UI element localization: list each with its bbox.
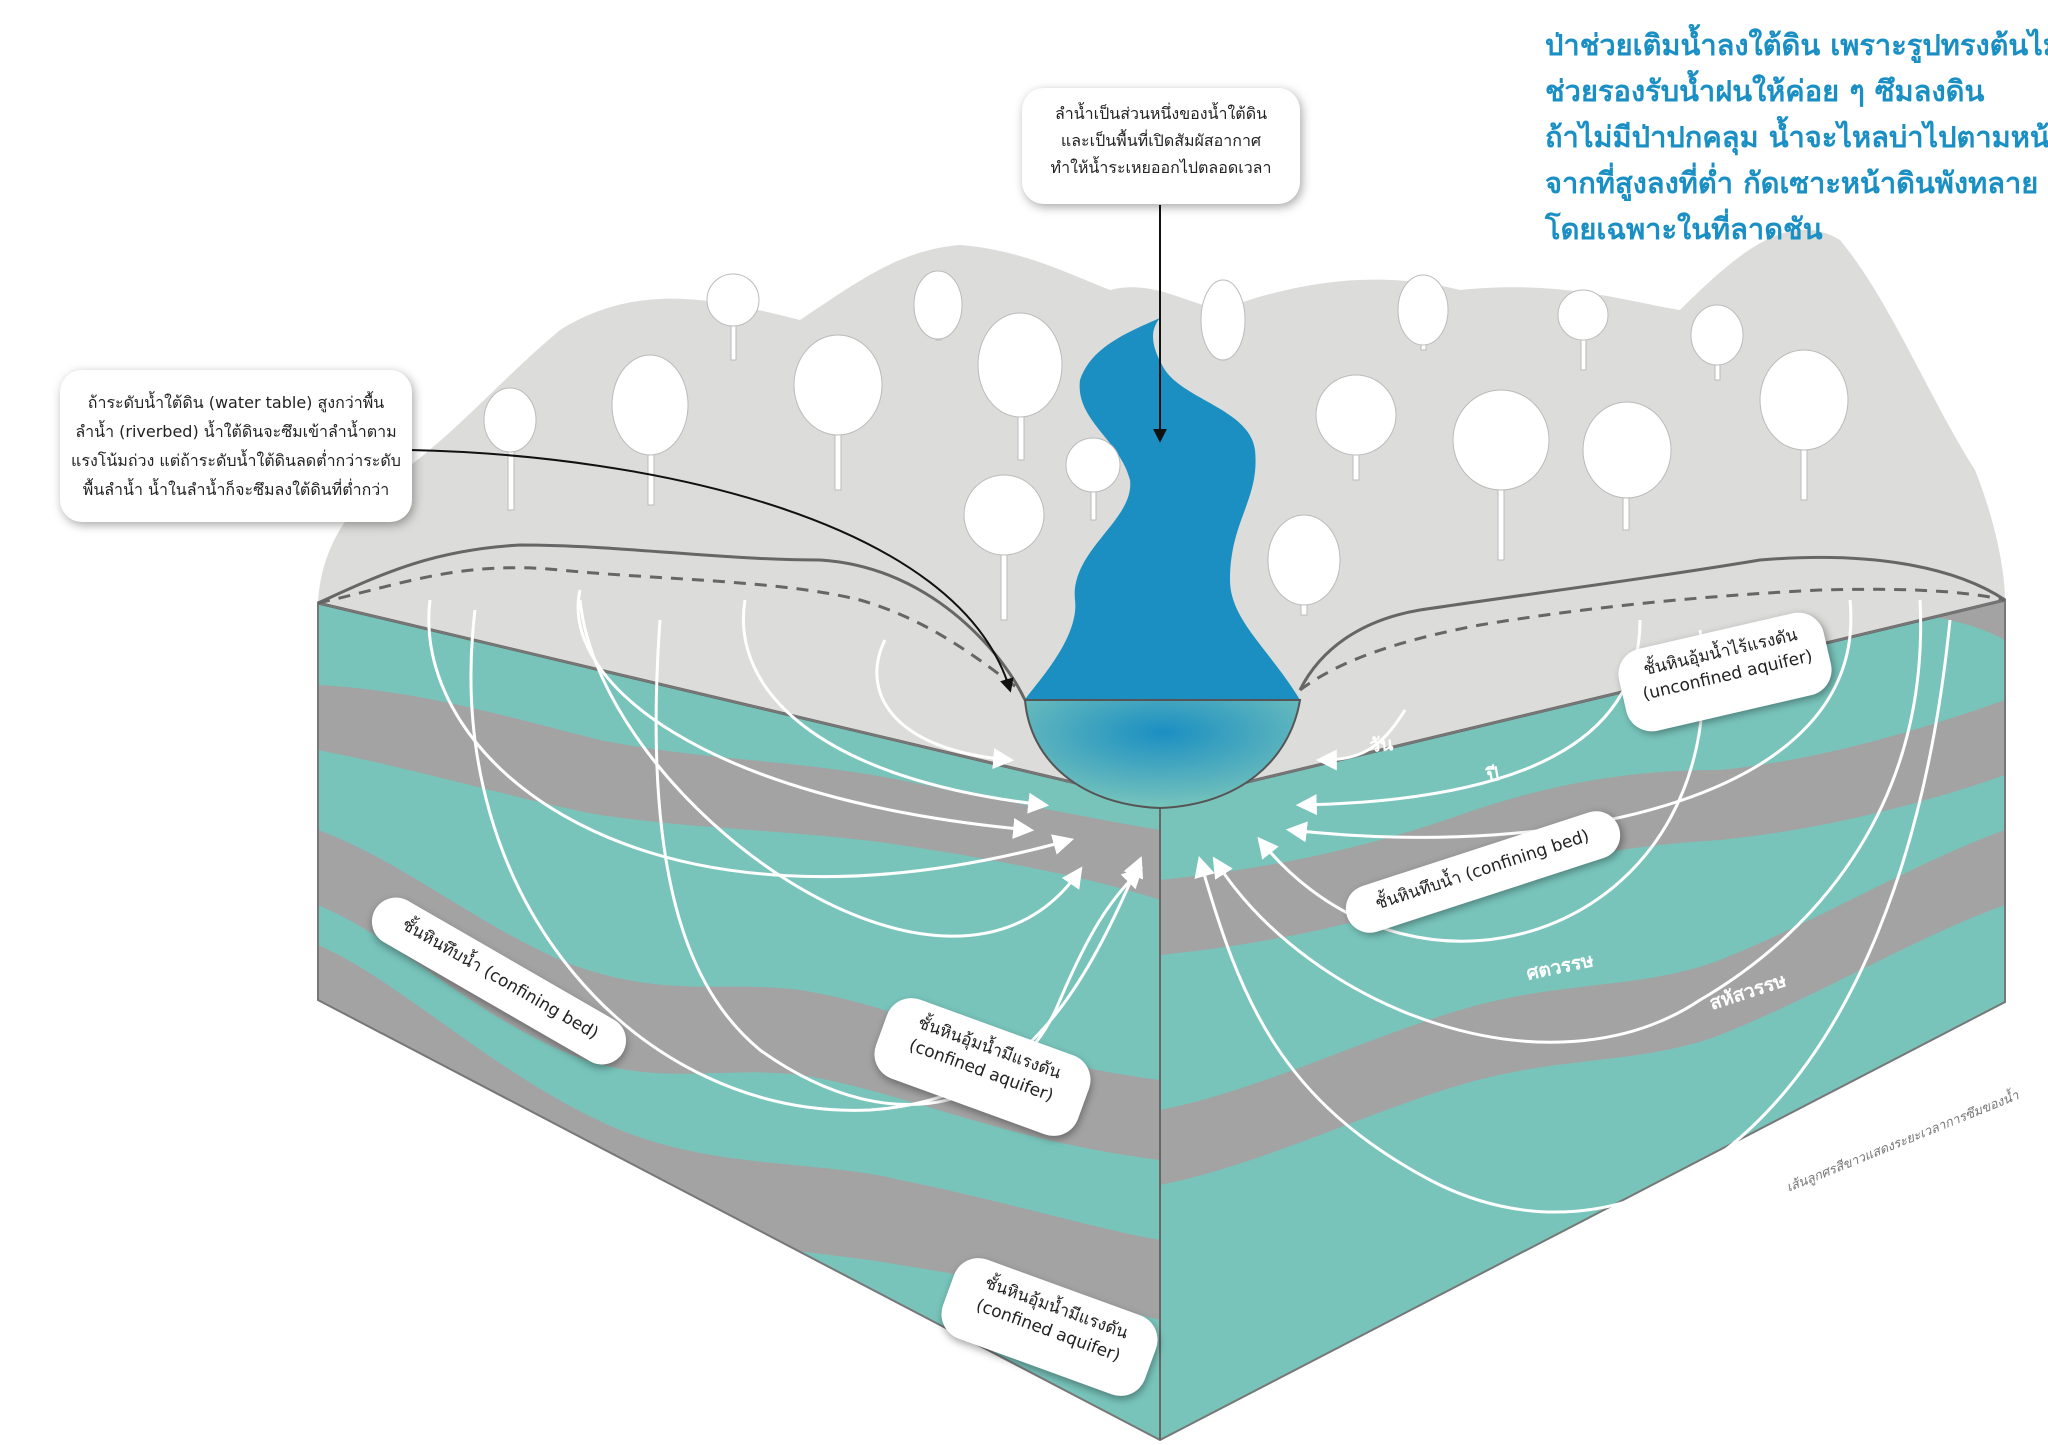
- tree-icon: [1690, 304, 1744, 381]
- time-label-day: วัน: [1369, 733, 1394, 757]
- callout-line: และเป็นพื้นที่เปิดสัมผัสอากาศ: [1060, 131, 1262, 150]
- flow-arrow-left-6: [469, 609, 1144, 1112]
- flow-arrow-right-5: [1212, 599, 1923, 1044]
- tree-icon: [1582, 401, 1672, 531]
- flow-arrow-left-4: [427, 599, 1075, 878]
- flow-lines: [427, 589, 1952, 1214]
- headline-line: ป่าช่วยเติมน้ำลงใต้ดิน เพราะรูปทรงต้นไม้: [1545, 28, 2048, 62]
- river: [1025, 318, 1300, 700]
- water-table-callout-leader: [409, 449, 1014, 693]
- callout-line: ลำน้ำเป็นส่วนหนึ่งของน้ำใต้ดิน: [1054, 104, 1268, 123]
- flow-arrow-right-4: [1257, 629, 1705, 943]
- tree-icon: [1315, 374, 1397, 481]
- tree-icon: [706, 273, 760, 361]
- callout-line: พื้นลำน้ำ น้ำในลำน้ำก็จะซึมลงใต้ดินที่ต่…: [82, 480, 390, 499]
- ground-edge-line: [317, 543, 1027, 701]
- tree-icon: [483, 387, 537, 511]
- tree-icon: [1200, 279, 1246, 361]
- tree-icon: [963, 474, 1045, 621]
- headline-line: โดยเฉพาะในที่ลาดชัน: [1545, 212, 1823, 246]
- ground-edge-line-right: [1298, 555, 2006, 691]
- confining-band-left-1: [318, 685, 1160, 900]
- callout-line: แรงโน้มถ่วง แต่ถ้าระดับน้ำใต้ดินลดต่ำกว่…: [71, 451, 401, 470]
- tree-icon: [1759, 349, 1849, 501]
- headline: ป่าช่วยเติมน้ำลงใต้ดิน เพราะรูปทรงต้นไม้…: [1545, 22, 2048, 252]
- flow-arrow-left-3: [576, 589, 1035, 839]
- stream-callout: ลำน้ำเป็นส่วนหนึ่งของน้ำใต้ดิน และเป็นพื…: [1022, 88, 1300, 204]
- flow-arrow-day-right: [1315, 709, 1407, 771]
- tree-icon: [1557, 289, 1609, 371]
- tree-icon: [1452, 389, 1550, 561]
- callout-line: ถ้าระดับน้ำใต้ดิน (water table) สูงกว่าพ…: [87, 393, 385, 412]
- forest-trees: [483, 270, 1849, 621]
- tree-icon: [1267, 514, 1341, 616]
- confining-band-left-3: [318, 945, 1160, 1320]
- flow-arrow-left-2: [742, 599, 1050, 814]
- tree-icon: [1065, 437, 1121, 521]
- river-pool: [1023, 699, 1302, 810]
- callout-line: ทำให้น้ำระเหยออกไปตลอดเวลา: [1050, 158, 1272, 177]
- flow-arrow-left-5: [578, 599, 1083, 938]
- flow-arrow-left-7: [654, 619, 1143, 1107]
- tree-icon: [793, 334, 883, 491]
- headline-line: จากที่สูงลงที่ต่ำ กัดเซาะหน้าดินพังทลาย: [1545, 166, 2039, 200]
- water-table-callout: ถ้าระดับน้ำใต้ดิน (water table) สูงกว่าพ…: [60, 370, 412, 522]
- headline-line: ช่วยรองรับน้ำฝนให้ค่อย ๆ ซึมลงดิน: [1545, 74, 1985, 108]
- tree-icon: [1397, 274, 1449, 351]
- tree-icon: [611, 354, 689, 506]
- flow-arrow-right-6: [1194, 619, 1952, 1214]
- callout-line: ลำน้ำ (riverbed) น้ำใต้ดินจะซึมเข้าลำน้ำ…: [75, 422, 397, 441]
- headline-line: ถ้าไม่มีป่าปกคลุม น้ำจะไหลบ่าไปตามหน้าดิ…: [1545, 120, 2048, 154]
- tree-icon: [913, 270, 963, 341]
- water-table-line: [317, 566, 1021, 692]
- confining-band-right-2: [1160, 830, 2005, 1185]
- flow-arrow-day-left: [875, 639, 1015, 770]
- time-label-year: ปี: [1484, 763, 1500, 787]
- tree-icon: [977, 312, 1063, 461]
